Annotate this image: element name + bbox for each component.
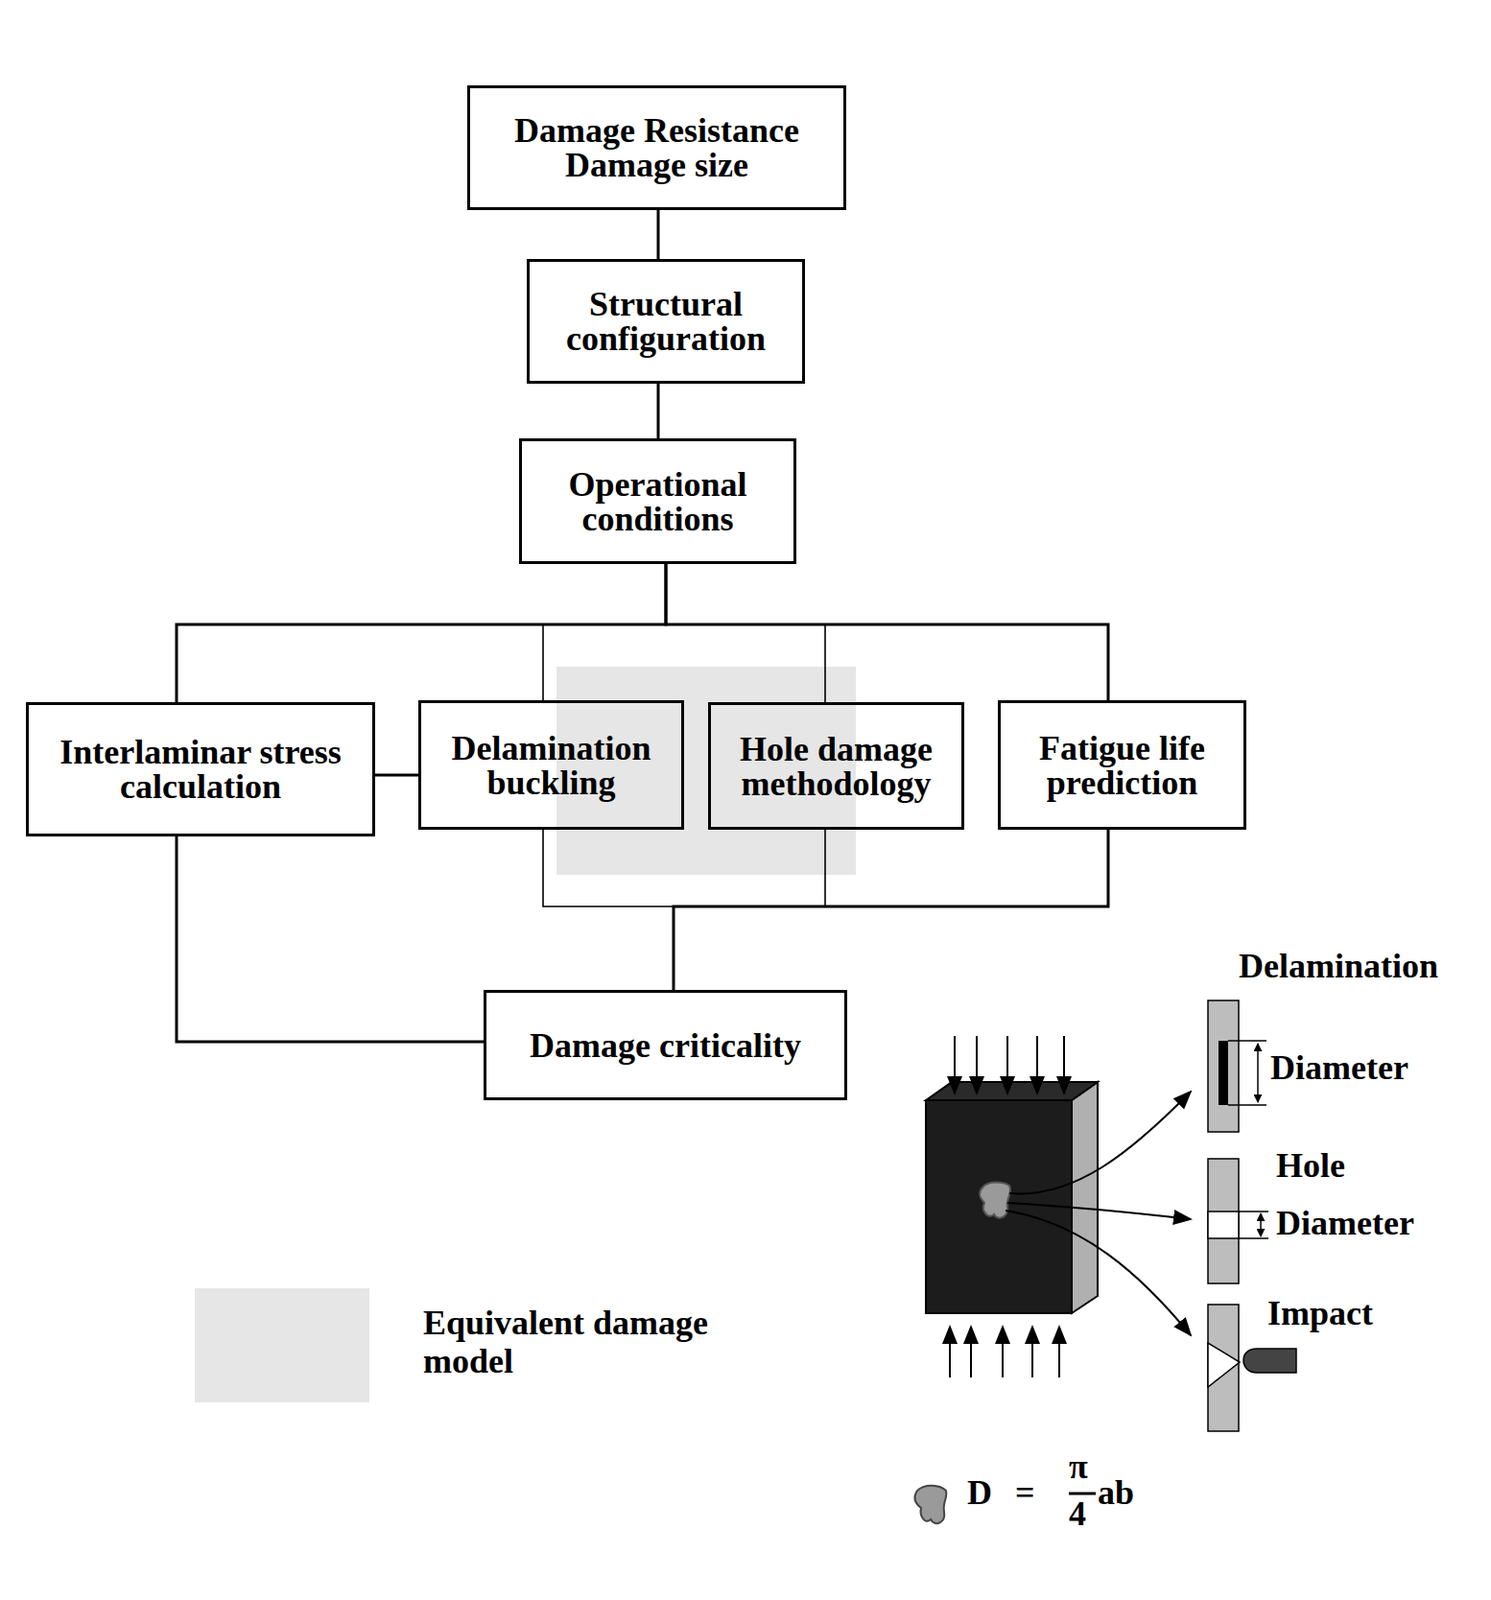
figure-label: 4 (1068, 1495, 1087, 1535)
connector (176, 836, 484, 1042)
process-box: Fatigue life prediction (997, 700, 1247, 830)
figure-label: π (1068, 1448, 1089, 1488)
process-box: Interlaminar stress calculation (25, 702, 376, 837)
box-text: Operational conditions (529, 467, 786, 537)
connector (673, 829, 826, 991)
box-text: Delamination buckling (428, 731, 674, 801)
connector (375, 774, 419, 778)
connector (543, 564, 666, 701)
figure-label: ab (1097, 1474, 1135, 1514)
dimension-marks (1228, 1041, 1269, 1239)
figure-label: Hole (1276, 1147, 1346, 1186)
box-text: Damage criticality (529, 1028, 802, 1064)
figure-label: Diameter (1270, 1049, 1409, 1089)
figure-label: D (967, 1474, 993, 1514)
figure-label: Impact (1267, 1295, 1373, 1334)
impact-notch (1207, 1343, 1240, 1388)
box-text: Interlaminar stress calculation (36, 734, 365, 805)
panel (925, 1082, 1098, 1314)
connector (657, 210, 661, 260)
process-box: Structural configuration (526, 259, 805, 384)
damage-blob (979, 1183, 1011, 1219)
process-box: Damage Resistance Damage size (467, 85, 847, 211)
connector (176, 564, 666, 703)
connector (543, 829, 674, 991)
legend-text: Equivalent damage model (423, 1304, 769, 1381)
connector (673, 829, 1109, 991)
connector (665, 564, 1109, 701)
box-text: Structural configuration (537, 286, 795, 356)
delamination-bar (1218, 1041, 1229, 1106)
callout-arrows (1005, 1091, 1191, 1336)
process-box: Delamination buckling (418, 700, 685, 830)
box-text: Fatigue life prediction (1008, 731, 1236, 801)
process-box: Hole damage methodology (708, 702, 965, 830)
process-box: Operational conditions (519, 438, 797, 565)
box-text: Hole damage methodology (718, 732, 954, 802)
hole-cut (1207, 1211, 1239, 1239)
impactor (1243, 1349, 1297, 1373)
figure-label: Delamination (1238, 947, 1439, 987)
connector (665, 564, 826, 703)
legend-swatch (194, 1288, 370, 1403)
load-arrows (949, 1036, 1065, 1378)
connector (657, 383, 661, 439)
formula-blob (914, 1486, 947, 1524)
box-text: Damage Resistance Damage size (477, 113, 836, 183)
process-box: Damage criticality (483, 990, 848, 1101)
figure-label: = (1015, 1474, 1036, 1514)
figure-label: Diameter (1276, 1205, 1415, 1244)
